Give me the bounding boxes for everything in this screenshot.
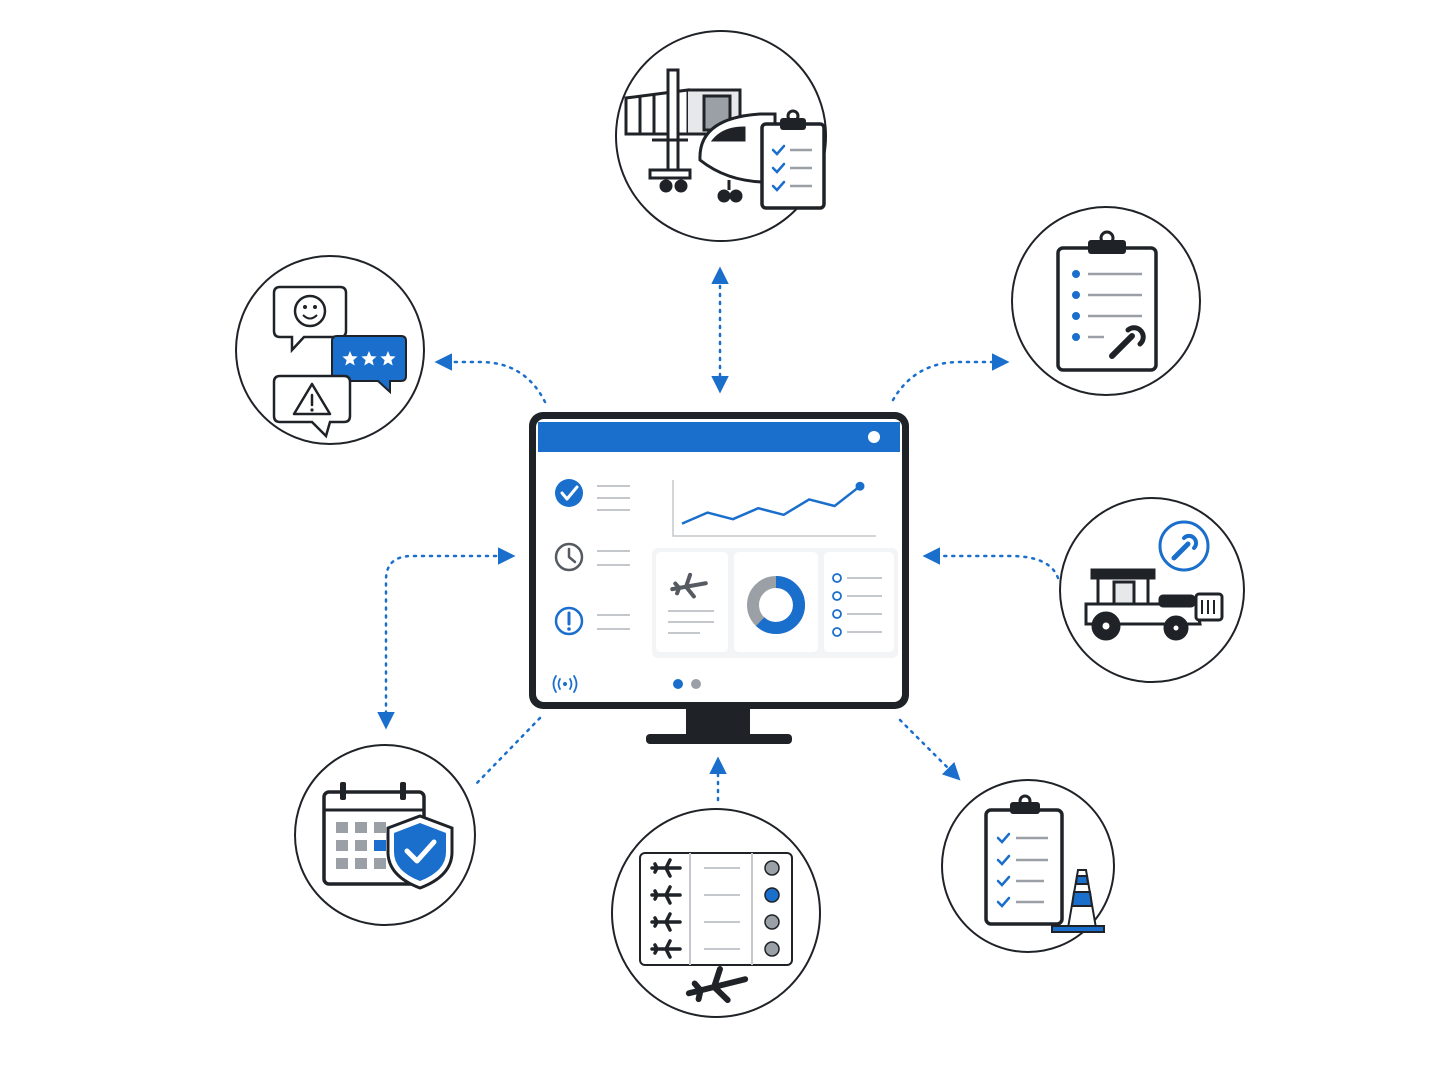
clipboard-icon bbox=[1056, 230, 1158, 372]
connector-top-right bbox=[891, 353, 1010, 402]
ground-support-vehicle-node bbox=[1059, 497, 1245, 683]
pager-dot-active[interactable] bbox=[673, 679, 683, 689]
flight-card bbox=[656, 552, 728, 652]
wireless-signal-icon bbox=[552, 675, 578, 693]
status-list bbox=[554, 479, 630, 636]
monitor-stand-neck bbox=[686, 708, 750, 736]
flight-status-dot bbox=[764, 887, 780, 903]
star-icon bbox=[380, 351, 396, 366]
traffic-cone-icon bbox=[1051, 869, 1105, 933]
donut-card bbox=[734, 552, 818, 652]
flight-status-dot bbox=[764, 914, 780, 930]
connector-left bbox=[377, 547, 516, 730]
app-header-bar bbox=[538, 422, 900, 452]
warning-chat-icon bbox=[272, 374, 352, 439]
airplane-nose-icon bbox=[698, 112, 777, 203]
connector-top-left bbox=[434, 353, 547, 404]
shield-check-icon bbox=[386, 814, 454, 890]
list-card-items bbox=[832, 573, 882, 637]
star-rating-chat-icon bbox=[331, 335, 407, 395]
wrench-badge-icon bbox=[1158, 520, 1210, 572]
connector-right bbox=[922, 547, 1060, 580]
star-icon bbox=[342, 351, 358, 366]
flight-list-icon bbox=[639, 852, 793, 966]
flight-status-dot bbox=[764, 941, 780, 957]
safety-inspection-node bbox=[941, 779, 1115, 953]
header-status-dot bbox=[868, 431, 880, 443]
flight-status-dot bbox=[764, 860, 780, 876]
flight-schedule-board-node bbox=[611, 808, 821, 1018]
connector-bottom-right bbox=[898, 718, 961, 781]
trend-line bbox=[681, 485, 861, 525]
rating-stars bbox=[342, 351, 396, 366]
dashboard-cards bbox=[652, 548, 898, 658]
pager-dot[interactable] bbox=[691, 679, 701, 689]
wrench-icon bbox=[1109, 325, 1146, 359]
connector-bottom-left bbox=[474, 716, 542, 786]
flight-card-lines bbox=[668, 610, 714, 634]
checklist-clipboard-icon bbox=[984, 794, 1064, 926]
schedule-compliance-node bbox=[294, 744, 476, 926]
alert-circle-icon bbox=[554, 606, 584, 636]
connectors bbox=[377, 266, 1060, 802]
trend-chart bbox=[672, 480, 876, 537]
checklist-clipboard-icon bbox=[760, 109, 826, 210]
list-card bbox=[824, 552, 894, 652]
smiley-chat-icon bbox=[272, 285, 348, 354]
status-list-lines bbox=[597, 485, 630, 630]
airplane-icon bbox=[685, 966, 749, 1004]
monitor-stand-base bbox=[646, 734, 792, 744]
airplane-icon bbox=[670, 572, 708, 599]
star-icon bbox=[361, 351, 377, 366]
chart-axis bbox=[672, 480, 876, 537]
maintenance-checklist-node bbox=[1011, 206, 1201, 396]
clock-icon bbox=[554, 542, 584, 572]
jet-bridge-node bbox=[615, 30, 827, 242]
trend-end-point bbox=[855, 481, 865, 491]
passenger-feedback-node bbox=[235, 255, 425, 445]
dashboard-monitor bbox=[529, 412, 909, 744]
check-circle-icon bbox=[555, 479, 583, 507]
donut-chart bbox=[747, 576, 805, 634]
node-circle bbox=[1059, 497, 1245, 683]
baggage-tractor-icon bbox=[1084, 568, 1224, 641]
